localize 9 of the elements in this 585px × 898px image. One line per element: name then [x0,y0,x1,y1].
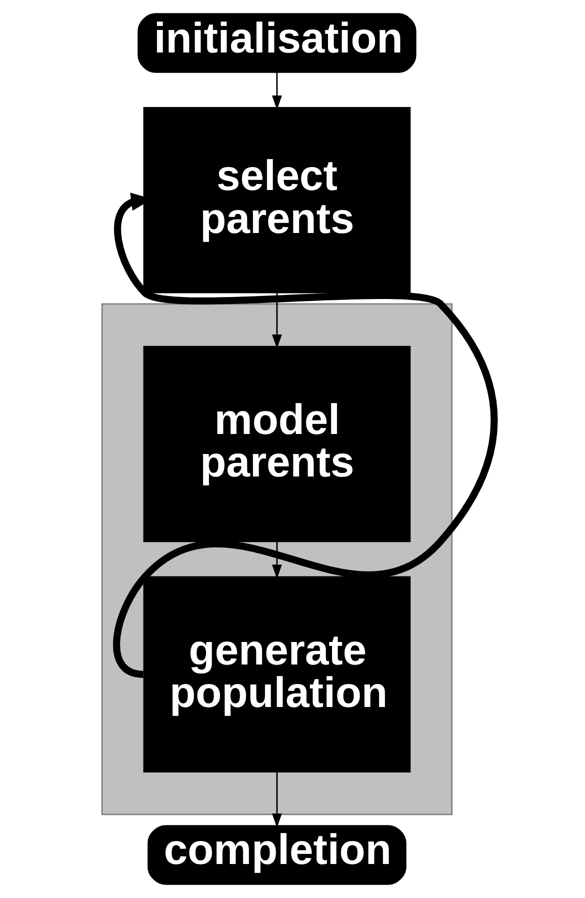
node-box: generate population [143,576,411,772]
arrow [272,72,282,110]
node-box: completion [148,825,406,885]
arrow [272,772,282,828]
node-box: initialisation [138,13,416,73]
node-box: select parents [143,107,411,294]
node-box: model parents [143,346,411,542]
arrow [272,292,282,349]
arrow [272,542,282,579]
